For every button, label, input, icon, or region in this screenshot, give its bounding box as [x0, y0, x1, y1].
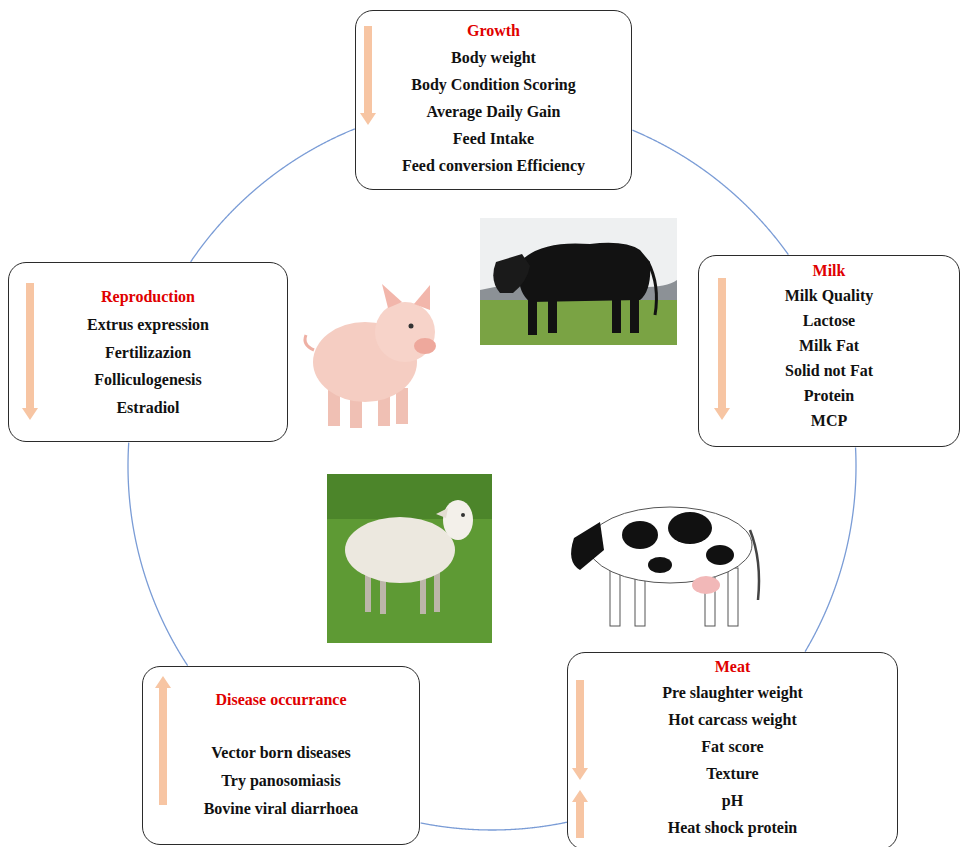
cow-udder [692, 576, 720, 594]
category-heading: Reproduction [101, 283, 195, 311]
cycle-arc [421, 822, 567, 830]
bull-tail [648, 262, 656, 315]
category-heading: Milk [813, 258, 846, 283]
sheep-ear [436, 508, 448, 518]
cow-body [588, 507, 752, 583]
cow-illustration [571, 507, 759, 626]
indicator-item: pH [722, 787, 743, 814]
decrease-arrow [360, 26, 376, 125]
decrease-arrow [714, 278, 730, 420]
sheep-leg [365, 572, 371, 612]
grass [480, 300, 677, 345]
cow-spot [706, 545, 734, 565]
indicator-item: Estradiol [116, 394, 179, 422]
indicator-item: Feed Intake [453, 125, 534, 152]
indicator-item: Fat score [701, 733, 763, 760]
indicator-item: MCP [811, 408, 847, 433]
cycle-arc [632, 130, 788, 254]
pig-head [375, 302, 435, 362]
category-heading: Meat [715, 655, 751, 679]
indicator-item: Milk Fat [799, 333, 859, 358]
indicator-item: Vector born diseases [211, 739, 351, 767]
bull-head [493, 254, 530, 293]
cow-spot [648, 557, 672, 573]
indicator-item: Solid not Fat [785, 358, 873, 383]
indicator-item: Try panosomiasis [221, 767, 340, 795]
indicator-item: Protein [804, 383, 854, 408]
pig-snout [414, 338, 436, 354]
meadow [327, 474, 492, 643]
indicator-item: Milk Quality [785, 283, 873, 308]
bull-leg [548, 295, 557, 333]
sheep-illustration [327, 474, 492, 643]
category-box: MilkMilk QualityLactoseMilk FatSolid not… [698, 255, 960, 447]
bull-leg [528, 295, 537, 335]
category-box: Disease occurranceVector born diseasesTr… [142, 666, 420, 845]
sheep-head [443, 500, 473, 540]
indicator-item: Hot carcass weight [668, 706, 797, 733]
decrease-arrow [572, 680, 588, 780]
sheep-body [345, 517, 455, 583]
decrease-arrow [22, 283, 38, 420]
indicator-item: Texture [706, 760, 758, 787]
pig-illustration [305, 284, 436, 428]
sheep-leg [434, 572, 440, 612]
increase-arrow [572, 790, 588, 838]
pig-ear [382, 284, 402, 308]
indicator-item: Body Condition Scoring [411, 71, 575, 98]
cow-leg [728, 568, 738, 626]
indicator-item: Fertilizazion [105, 339, 191, 367]
indicator-item: Pre slaughter weight [662, 679, 803, 706]
category-box: ReproductionExtrus expressionFertilizazi… [8, 262, 288, 442]
indicator-item: Extrus expression [87, 311, 209, 339]
cycle-arc [191, 129, 355, 262]
pig-eye [409, 324, 414, 329]
cycle-arc [128, 443, 188, 666]
pig-ear [414, 285, 430, 310]
bull-leg [630, 293, 639, 333]
indicator-item: Body weight [451, 44, 536, 71]
indicator-item: Bovine viral diarrhoea [204, 795, 359, 823]
category-box: MeatPre slaughter weightHot carcass weig… [567, 652, 898, 847]
cow-leg [610, 568, 620, 626]
sheep-eye [461, 513, 465, 517]
pig-tail [305, 335, 314, 350]
bull-leg [612, 295, 621, 333]
increase-arrow [155, 676, 171, 805]
cow-spot [622, 521, 658, 549]
cow-spot [668, 512, 712, 544]
sky [480, 218, 677, 345]
indicator-item: Folliculogenesis [94, 366, 202, 394]
bull-illustration [480, 218, 677, 345]
category-heading: Disease occurrance [215, 687, 346, 713]
cow-tail [750, 530, 759, 600]
indicator-item: Average Daily Gain [427, 98, 561, 125]
category-box: GrowthBody weightBody Condition ScoringA… [355, 10, 632, 190]
pig-leg [396, 388, 408, 424]
indicator-item: Feed conversion Efficiency [402, 152, 585, 179]
cow-head [571, 522, 604, 570]
cycle-arc [805, 448, 856, 652]
indicator-item: Lactose [803, 308, 855, 333]
category-heading: Growth [467, 17, 520, 44]
indicator-item: Heat shock protein [668, 814, 797, 841]
